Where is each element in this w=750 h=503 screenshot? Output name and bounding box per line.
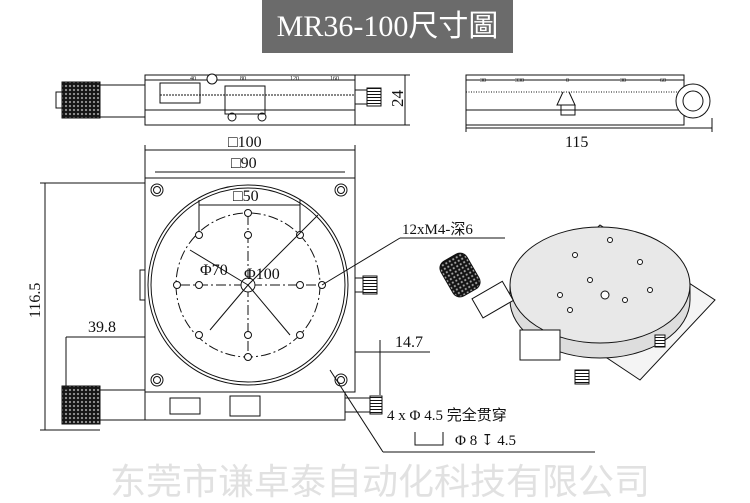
top-view: □100 □90 □50 Φ70 Φ100 12xM4-深6 — [27, 134, 595, 453]
dim-offset-right: 14.7 — [395, 334, 423, 351]
dim-square-holes: □50 — [233, 188, 259, 205]
dim-square-inner: □90 — [231, 155, 257, 172]
front-view: 30 330 0 30 60 115 — [465, 74, 713, 151]
scale-label: 60 — [660, 78, 666, 84]
micrometer-knob — [61, 385, 101, 425]
note-counterbore: Φ 8 ↧ 4.5 — [455, 433, 516, 449]
dim-circle-outer: Φ100 — [244, 266, 280, 283]
scale-label: 0 — [566, 78, 569, 84]
side-view: 40 80 120 160 24 — [55, 73, 410, 126]
scale-label: 40 — [190, 76, 196, 82]
scale-label: 330 — [515, 78, 524, 84]
micrometer-knob — [61, 81, 101, 119]
watermark: 东莞市谦卓泰自动化科技有限公司 — [110, 462, 650, 503]
drawing-title: MR36-100尺寸圖 — [262, 0, 513, 53]
dim-circle-inner: Φ70 — [200, 262, 228, 279]
isometric-view — [439, 224, 716, 385]
scale-label: 30 — [620, 78, 626, 84]
dim-height-side: 24 — [388, 90, 407, 108]
dim-square-outer: □100 — [228, 134, 262, 151]
dim-offset-left: 39.8 — [88, 319, 116, 336]
dim-width-front: 115 — [565, 134, 588, 151]
dim-overall-height: 116.5 — [27, 283, 44, 318]
scale-label: 160 — [330, 76, 339, 82]
note-tapped-holes: 12xM4-深6 — [402, 221, 473, 238]
note-through-holes: 4 x Φ 4.5 完全贯穿 — [387, 406, 507, 424]
scale-label: 30 — [480, 78, 486, 84]
scale-label: 120 — [290, 76, 299, 82]
scale-label: 80 — [240, 76, 246, 82]
